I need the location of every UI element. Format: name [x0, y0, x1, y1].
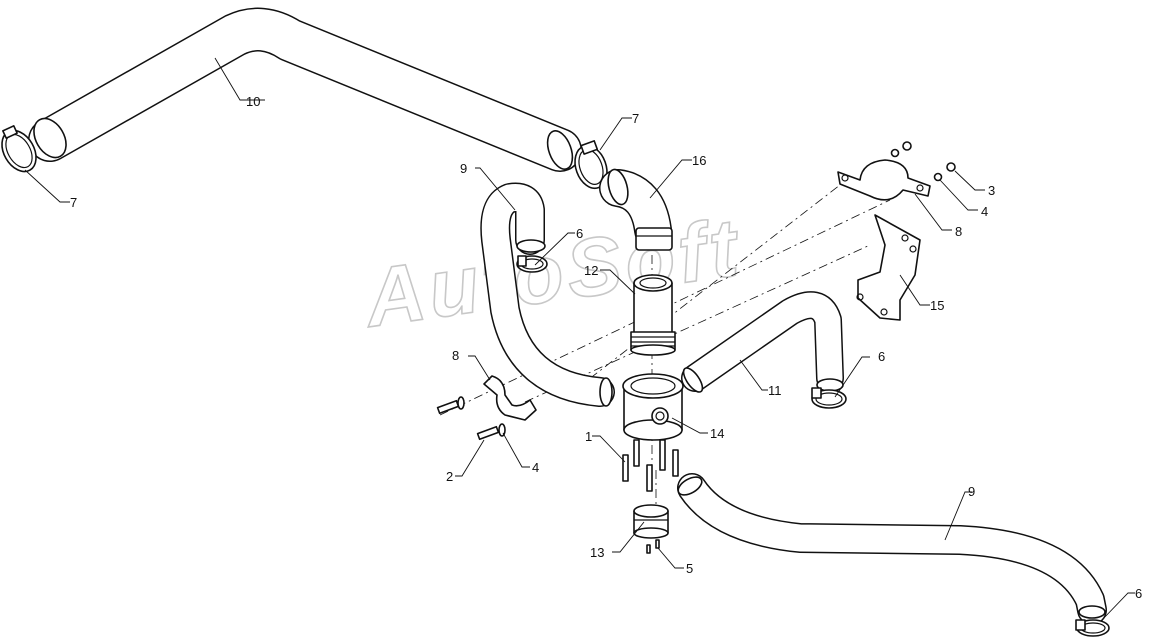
leader-lines — [24, 57, 1135, 621]
callouts: 10 7 7 9 16 6 12 3 4 8 15 8 6 11 14 1 2 … — [70, 94, 1142, 601]
callout-6-right: 6 — [878, 349, 885, 364]
callout-16: 16 — [692, 153, 706, 168]
housing-14 — [622, 373, 684, 441]
callout-6-upper: 6 — [576, 226, 583, 241]
callout-10: 10 — [246, 94, 260, 109]
callout-15: 15 — [930, 298, 944, 313]
callout-8-left: 8 — [452, 348, 459, 363]
callout-4-left: 4 — [532, 460, 539, 475]
callout-6-lower: 6 — [1135, 586, 1142, 601]
nuts-3-right — [902, 141, 956, 172]
strap-clamp-8-left — [483, 375, 537, 421]
callout-1: 1 — [585, 429, 592, 444]
callout-11: 11 — [768, 383, 782, 398]
callout-12: 12 — [584, 263, 598, 278]
hose-11 — [681, 291, 844, 393]
callout-7-right: 7 — [632, 111, 639, 126]
bolts-2 — [436, 399, 500, 441]
callout-13: 13 — [590, 545, 604, 560]
callout-9-lower: 9 — [968, 484, 975, 499]
pins-5 — [646, 539, 660, 554]
washers-4-left — [457, 396, 506, 437]
cap-13 — [633, 504, 669, 539]
callout-9-upper: 9 — [460, 161, 467, 176]
bolts-1 — [622, 439, 679, 492]
washers-4-right — [890, 148, 943, 182]
hose-9-upper — [480, 182, 615, 407]
hose-clamp-7-left — [1, 125, 37, 173]
hose-clamp-6-lower — [1075, 619, 1110, 637]
pipe-12 — [630, 274, 676, 356]
hose-clamp-6-right — [811, 387, 847, 409]
callout-14: 14 — [710, 426, 724, 441]
watermark-text: AutoSoft — [358, 202, 747, 345]
strap-clamp-8-right — [837, 159, 931, 201]
callout-3: 3 — [988, 183, 995, 198]
callout-8-right: 8 — [955, 224, 962, 239]
hose-10 — [28, 7, 582, 172]
callout-7-left: 7 — [70, 195, 77, 210]
hose-clamp-7-right — [574, 140, 608, 190]
elbow-16 — [599, 168, 673, 251]
callout-2: 2 — [446, 469, 453, 484]
callout-5: 5 — [686, 561, 693, 576]
callout-4-right: 4 — [981, 204, 988, 219]
hose-clamp-6-upper — [516, 255, 548, 273]
hose-9-lower — [677, 473, 1107, 625]
bracket-15 — [856, 214, 921, 321]
